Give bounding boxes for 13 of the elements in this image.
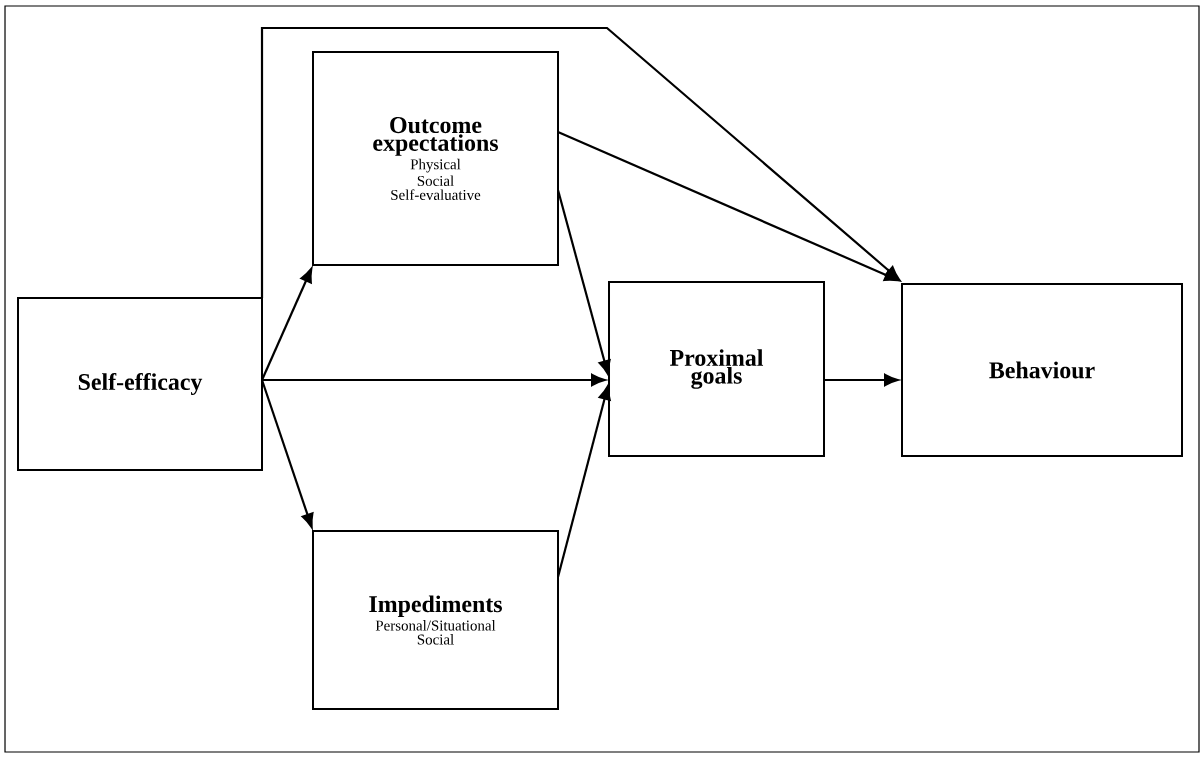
concept-box: Proximal goals — [608, 281, 825, 457]
arrow — [556, 385, 611, 578]
arrow — [556, 189, 611, 375]
arrow — [260, 379, 314, 528]
concept-box: Self-efficacy — [17, 297, 263, 471]
arrow — [260, 26, 900, 298]
concept-box: Behaviour — [901, 283, 1183, 457]
concept-box: Impediments Personal/Situational Social — [312, 530, 559, 710]
concept-box: Outcome expectations Physical Social Self-evaluative — [312, 51, 559, 266]
arrow — [824, 373, 899, 387]
arrow — [262, 373, 606, 387]
arrow — [557, 131, 900, 282]
arrow — [261, 267, 313, 381]
